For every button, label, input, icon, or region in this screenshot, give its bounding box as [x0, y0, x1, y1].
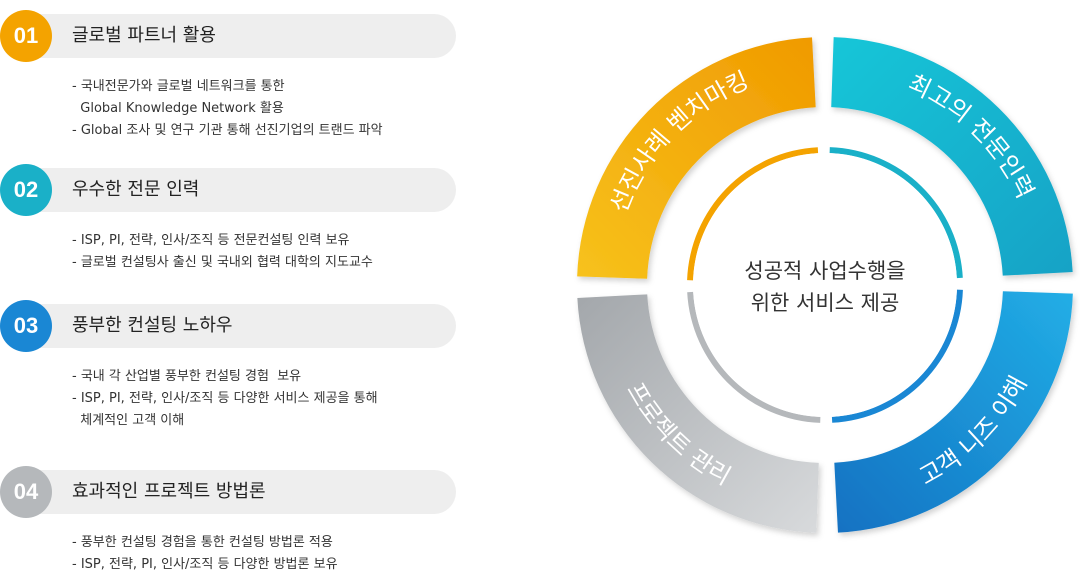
feature-bullet: Global Knowledge Network 활용 — [72, 101, 284, 116]
feature-title-bar — [4, 470, 456, 514]
feature-bullet: - ISP, PI, 전략, 인사/조직 등 다양한 서비스 제공을 통해 — [72, 391, 378, 406]
feature-bullets: - 국내 각 산업별 풍부한 컨설팅 경험 보유 - ISP, PI, 전략, 인… — [72, 366, 378, 432]
feature-bullet: - ISP, PI, 전략, 인사/조직 등 전문컨설팅 인력 보유 — [72, 233, 350, 248]
feature-bullet: - 국내 각 산업별 풍부한 컨설팅 경험 보유 — [72, 369, 302, 384]
feature-bullet: - 국내전문가와 글로벌 네트워크를 통한 — [72, 79, 285, 94]
inner-ring-arc — [829, 147, 963, 279]
segment-project-management — [577, 294, 819, 533]
feature-bullet: - 글로벌 컨설팅사 출신 및 국내외 협력 대학의 지도교수 — [72, 255, 373, 270]
inner-ring-arc — [831, 289, 963, 423]
feature-number-badge: 03 — [0, 300, 52, 352]
feature-bullet: 체계적인 고객 이해 — [72, 413, 185, 428]
feature-bullets: - 풍부한 컨설팅 경험을 통한 컨설팅 방법론 적용 - ISP, 전략, PI… — [72, 532, 338, 576]
feature-title-bar — [4, 168, 456, 212]
feature-bullets: - ISP, PI, 전략, 인사/조직 등 전문컨설팅 인력 보유 - 글로벌 … — [72, 230, 373, 274]
feature-title-bar — [4, 14, 456, 58]
segment-benchmarking — [577, 37, 816, 279]
feature-title: 우수한 전문 인력 — [72, 179, 200, 200]
center-text-line1: 성공적 사업수행을 — [744, 259, 905, 283]
feature-bullet: - 풍부한 컨설팅 경험을 통한 컨설팅 방법론 적용 — [72, 535, 333, 550]
feature-number-badge: 02 — [0, 164, 52, 216]
center-circle — [693, 153, 957, 417]
feature-bullet: - Global 조사 및 연구 기관 통해 선진기업의 트랜드 파악 — [72, 123, 383, 138]
inner-ring-arc — [687, 291, 821, 423]
center-text-line2: 위한 서비스 제공 — [751, 291, 900, 315]
inner-ring-arc — [687, 147, 819, 281]
feature-title: 글로벌 파트너 활용 — [72, 25, 216, 46]
feature-bullet: - ISP, 전략, PI, 인사/조직 등 다양한 방법론 보유 — [72, 557, 338, 572]
segment-experts — [831, 37, 1073, 276]
segment-customer-needs — [834, 291, 1073, 533]
feature-bullets: - 국내전문가와 글로벌 네트워크를 통한 Global Knowledge N… — [72, 76, 383, 142]
feature-number-badge: 01 — [0, 10, 52, 62]
feature-title: 효과적인 프로젝트 방법론 — [72, 481, 266, 502]
feature-title: 풍부한 컨설팅 노하우 — [72, 315, 233, 336]
feature-number-badge: 04 — [0, 466, 52, 518]
feature-title-bar — [4, 304, 456, 348]
